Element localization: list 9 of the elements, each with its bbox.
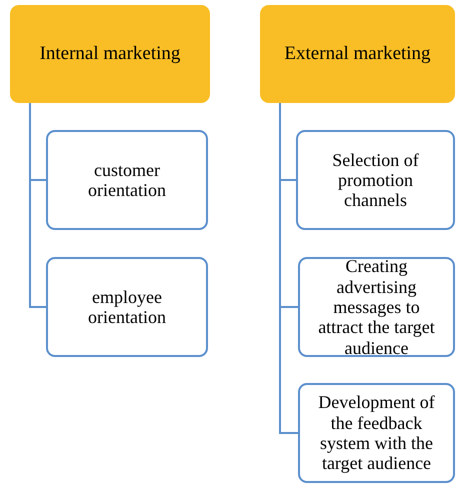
heading-box: Internal marketing (10, 5, 210, 103)
heading-box: External marketing (260, 5, 455, 103)
connector-line (29, 103, 46, 308)
item-box: employee orientation (46, 257, 208, 357)
item-box: Selection of promotion channels (296, 130, 455, 230)
connector-line (279, 103, 298, 434)
item-box: Development of the feedback system with the target audience (298, 383, 455, 483)
item-box: Creating advertising messages to attract the target audience (298, 257, 455, 357)
item-box: customer orientation (46, 130, 208, 230)
